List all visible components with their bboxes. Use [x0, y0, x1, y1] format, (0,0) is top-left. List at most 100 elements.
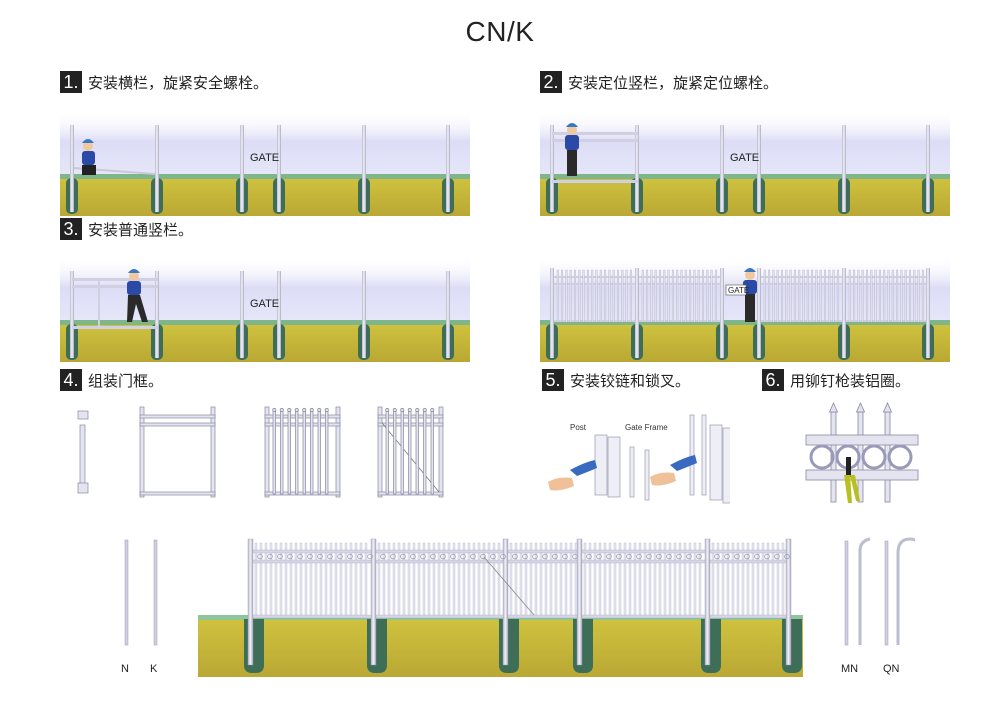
picket [900, 269, 903, 323]
picket-qn [884, 540, 889, 646]
picket [354, 542, 358, 618]
picket [798, 269, 801, 323]
step-number: 2. [540, 71, 562, 93]
bottom-rail [252, 614, 372, 619]
picket [811, 269, 814, 323]
picket-finial [422, 408, 427, 412]
picket [761, 542, 765, 618]
rail [846, 276, 926, 278]
picket [608, 269, 611, 323]
ring [734, 553, 740, 560]
sky [60, 110, 470, 180]
picket-finial [407, 408, 412, 412]
picket [310, 409, 314, 495]
picket [325, 409, 329, 495]
post [594, 434, 650, 501]
step-text: 安装横栏，旋紧安全螺栓。 [88, 73, 269, 92]
ring [764, 553, 770, 560]
picket [324, 542, 328, 618]
picket [793, 269, 796, 323]
ring [440, 553, 446, 560]
picket [549, 542, 553, 618]
picket [643, 542, 647, 618]
ring [636, 553, 642, 560]
picket [487, 542, 491, 618]
ring [347, 553, 353, 560]
picket-n [124, 539, 129, 646]
picket [650, 269, 653, 323]
picket [623, 542, 627, 618]
picket [828, 269, 831, 323]
picket [364, 542, 368, 618]
ring [562, 553, 568, 560]
picket [604, 269, 607, 323]
picket [569, 269, 572, 323]
picket [603, 542, 607, 618]
picket [913, 269, 916, 323]
picket [569, 542, 573, 618]
ring [470, 553, 476, 560]
post [785, 538, 792, 666]
picket [836, 269, 839, 323]
ring [317, 553, 323, 560]
drill-hand [548, 460, 597, 491]
footing [701, 619, 721, 673]
ring [410, 553, 416, 560]
picket [772, 269, 775, 323]
picket [909, 269, 911, 323]
picket [280, 409, 284, 495]
picket-profiles [844, 537, 915, 646]
pickets [554, 269, 926, 323]
ring [714, 553, 720, 560]
picket [680, 269, 683, 323]
frame-empty [139, 406, 216, 498]
frame-with-pickets [264, 406, 341, 498]
scene-step-3-complete: GATE [540, 256, 950, 366]
picket [427, 542, 431, 618]
post-group [66, 125, 454, 214]
ring [327, 553, 333, 560]
ring [490, 553, 496, 560]
ring [450, 553, 456, 560]
rail [554, 276, 635, 278]
picket [617, 269, 619, 323]
rail [639, 276, 720, 278]
rivet-gun-icon [844, 457, 860, 503]
picket-finial [400, 408, 405, 412]
picket-finial [385, 408, 390, 412]
ring [390, 553, 396, 560]
rail [846, 283, 926, 285]
rail [554, 320, 635, 322]
step-number: 1. [60, 71, 82, 93]
picket [417, 542, 421, 618]
rail [639, 320, 720, 322]
ring [500, 553, 506, 560]
step-text: 安装铰链和锁叉。 [570, 371, 691, 390]
picket [423, 409, 427, 495]
picket [415, 409, 419, 495]
rails [552, 132, 638, 183]
rail [761, 320, 842, 322]
picket [654, 269, 657, 323]
post-group [244, 538, 802, 673]
step-text: 安装定位竖栏，旋紧定位螺栓。 [568, 73, 779, 92]
step-1-heading: 1. 安装横栏，旋紧安全螺栓。 [60, 71, 268, 93]
fence-illustration [540, 110, 950, 216]
picket-profiles [124, 539, 158, 646]
picket [529, 542, 533, 618]
gate-frame-label: Gate Frame [625, 423, 668, 432]
picket-finial [302, 408, 307, 412]
picket-finial [272, 408, 277, 412]
picket [711, 542, 715, 618]
ring [297, 553, 303, 560]
picket [917, 269, 920, 323]
bottom-rail [375, 614, 504, 619]
mid-rail [252, 559, 372, 564]
page-title: CN/K [465, 16, 535, 47]
grass [60, 174, 470, 179]
ring [512, 553, 518, 560]
picket [853, 269, 856, 323]
picket-finial [294, 408, 299, 412]
picket-type-label: MN [841, 663, 859, 675]
ring [666, 553, 672, 560]
